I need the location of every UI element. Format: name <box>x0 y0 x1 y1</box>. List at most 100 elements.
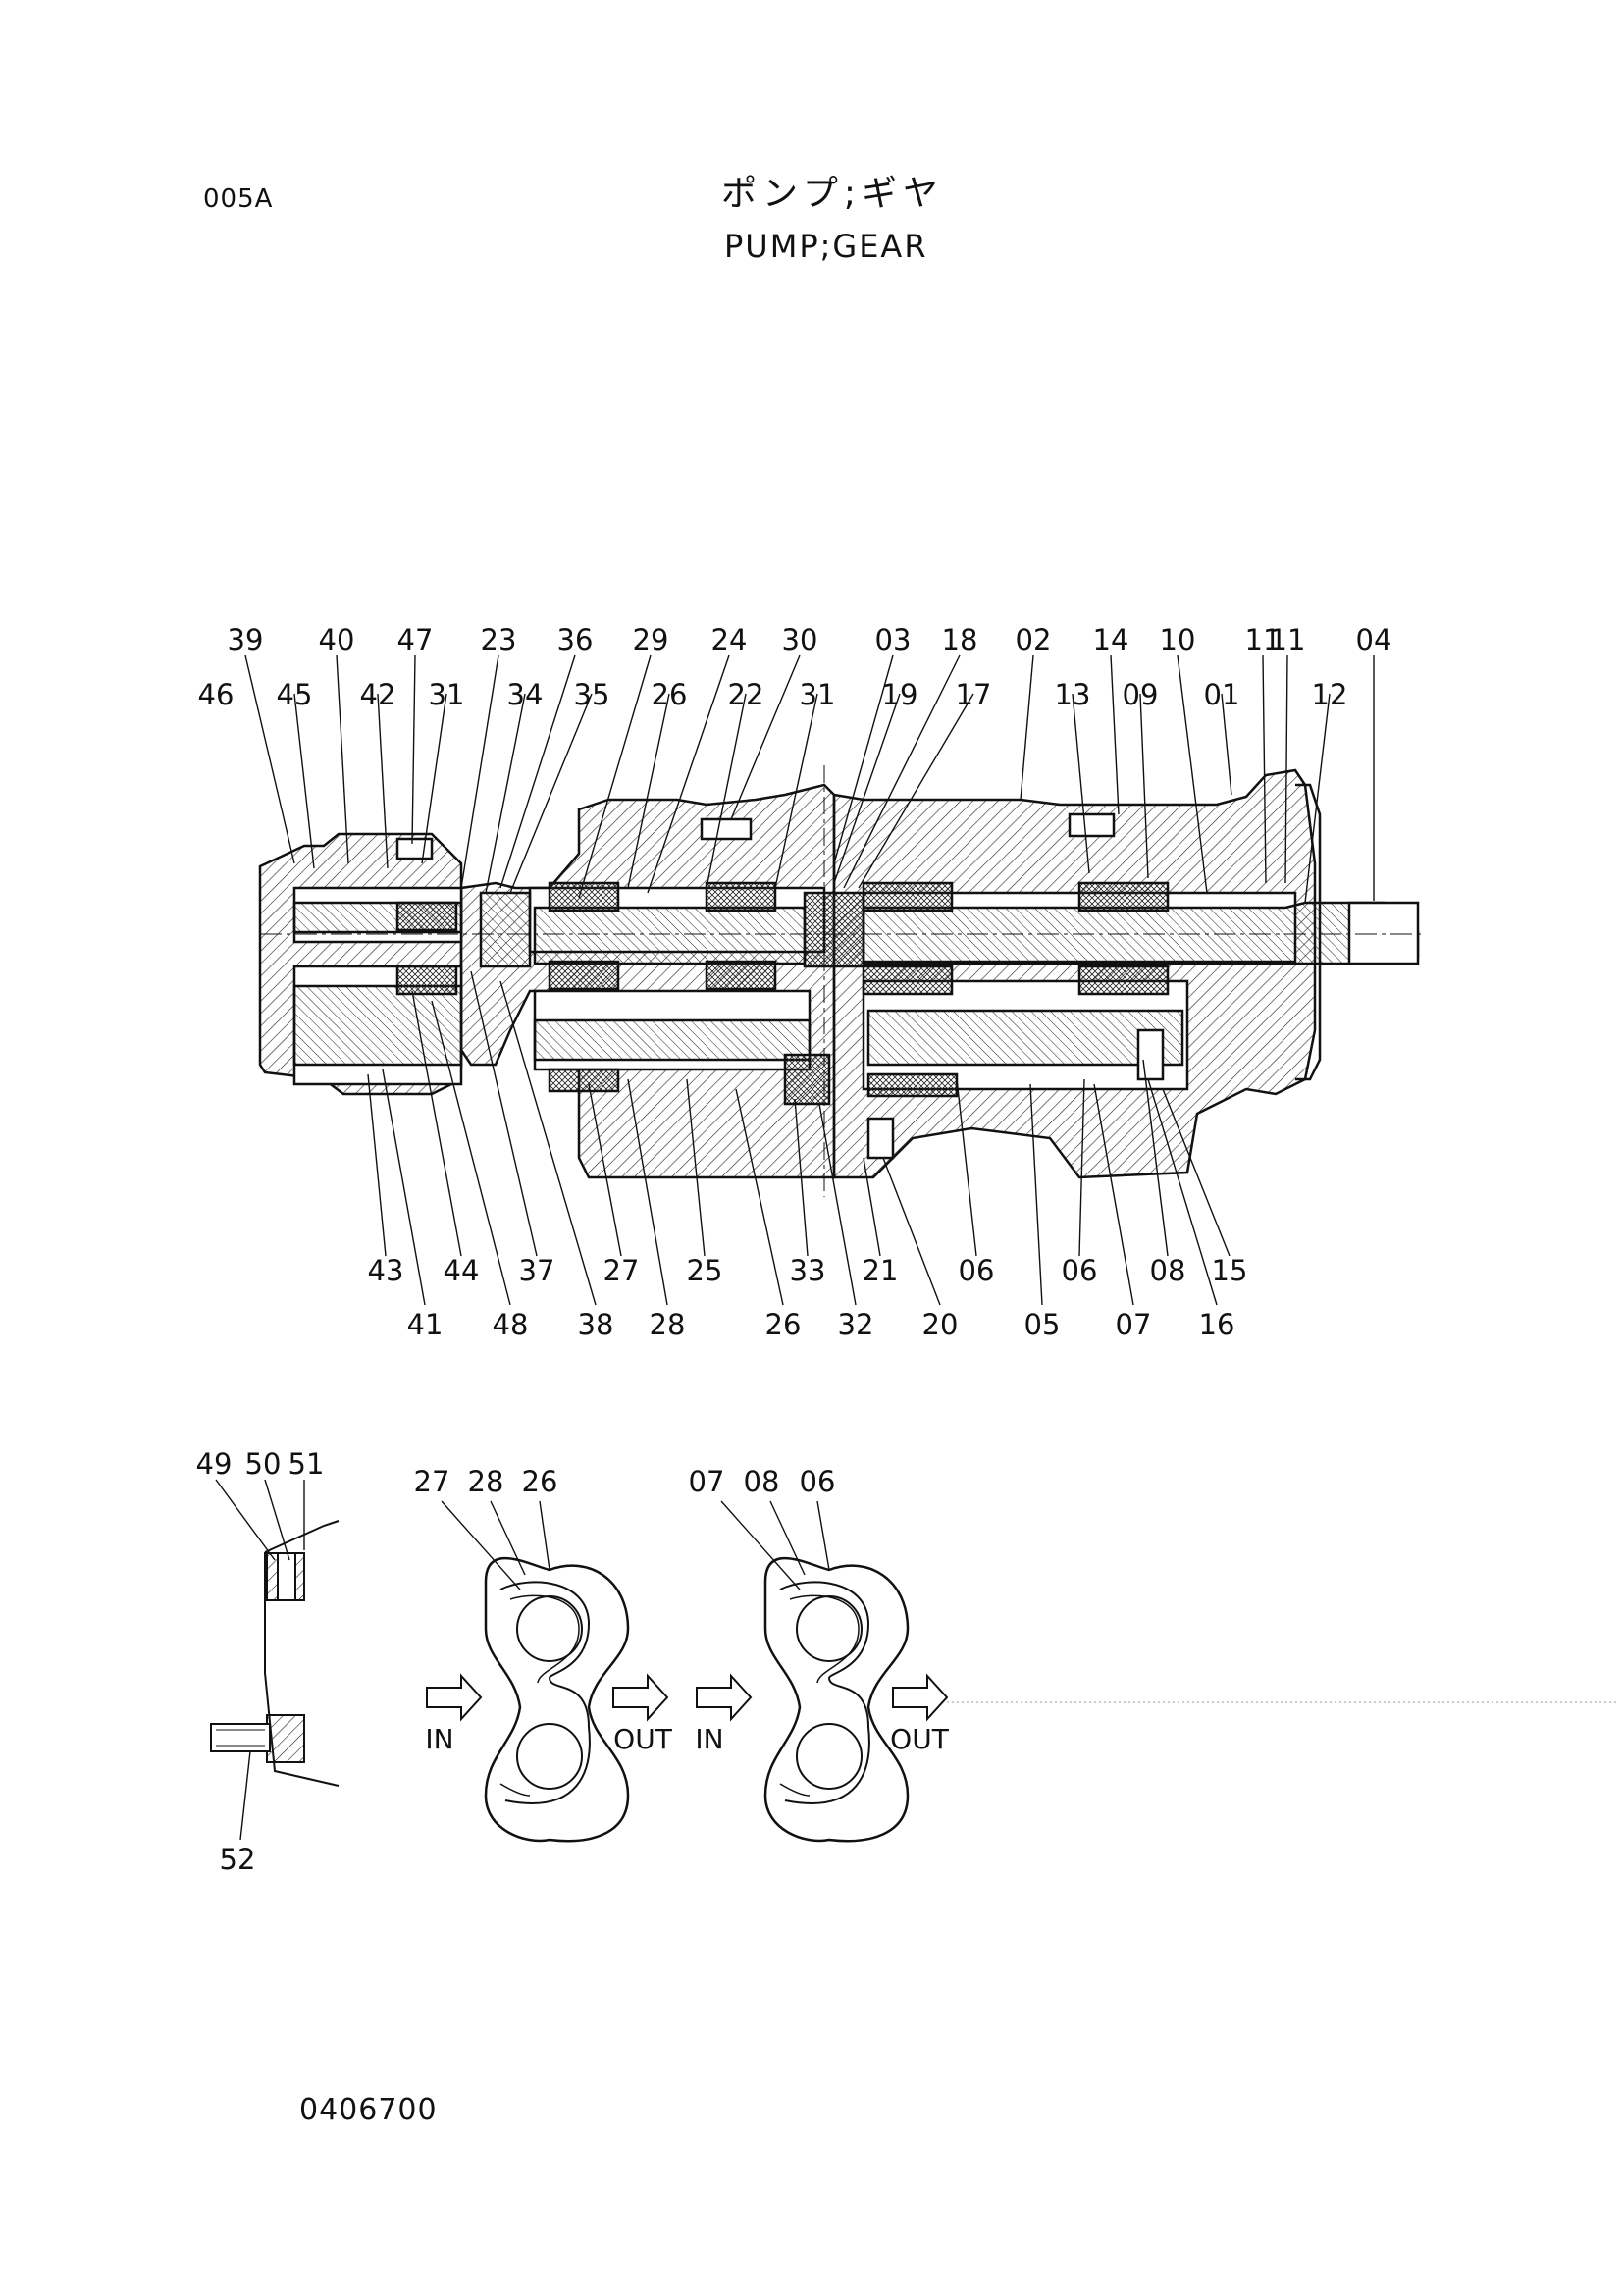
callout-46: 46 <box>198 678 235 711</box>
callout-32: 32 <box>838 1308 874 1341</box>
callout-03: 03 <box>875 623 912 656</box>
plug-mid <box>700 817 753 841</box>
callout-38: 38 <box>578 1308 614 1341</box>
in-arrow-2 <box>696 1673 753 1722</box>
title-japanese: ポンプ;ギヤ <box>721 174 945 214</box>
callout-43: 43 <box>368 1254 404 1287</box>
callout-26: 26 <box>765 1308 802 1341</box>
flow-labels: IN OUT IN OUT <box>425 1723 949 1755</box>
plug-front <box>1068 812 1116 838</box>
first-gear-body <box>459 783 836 1179</box>
callout-31: 31 <box>800 678 836 711</box>
callout-37: 37 <box>519 1254 555 1287</box>
callout-47: 47 <box>397 623 434 656</box>
drive-shaft <box>533 906 807 965</box>
code-label: 005A <box>203 184 274 214</box>
callout-16: 16 <box>1199 1308 1235 1341</box>
callout-22: 22 <box>728 678 764 711</box>
callout-30: 30 <box>782 623 818 656</box>
callout-27: 27 <box>414 1465 450 1498</box>
out-arrow-2 <box>892 1673 949 1722</box>
callout-40: 40 <box>319 623 355 656</box>
callout-05: 05 <box>1024 1308 1061 1341</box>
document-number: 0406700 <box>299 2093 438 2127</box>
callout-02: 02 <box>1016 623 1052 656</box>
flow-arrows <box>426 1673 949 1722</box>
callout-25: 25 <box>687 1254 723 1287</box>
callout-04: 04 <box>1356 623 1392 656</box>
label-in-2: IN <box>695 1723 723 1755</box>
bolt-detail <box>210 1479 340 1841</box>
callout-14: 14 <box>1093 623 1129 656</box>
callout-29: 29 <box>633 623 669 656</box>
callout-01: 01 <box>1204 678 1240 711</box>
callout-06: 06 <box>959 1254 995 1287</box>
callout-33: 33 <box>790 1254 826 1287</box>
pump-cross-section <box>258 765 1423 1197</box>
callout-35: 35 <box>574 678 610 711</box>
gear-callouts: 27 28 26 07 08 06 <box>414 1465 836 1498</box>
callout-45: 45 <box>277 678 313 711</box>
callout-49: 49 <box>196 1447 233 1481</box>
coupling-2 <box>803 891 865 968</box>
drive-shaft-main <box>862 901 1420 965</box>
plug-rear <box>395 837 434 860</box>
callout-28: 28 <box>650 1308 686 1341</box>
callout-36: 36 <box>557 623 594 656</box>
callout-34: 34 <box>507 678 544 711</box>
callout-08: 08 <box>1150 1254 1186 1287</box>
callout-10: 10 <box>1160 623 1196 656</box>
lower-shaft-2 <box>866 1009 1184 1067</box>
callout-11: 11 <box>1270 623 1306 656</box>
callout-21: 21 <box>863 1254 899 1287</box>
rear-lower-shaft <box>292 984 463 1067</box>
callout-06: 06 <box>1062 1254 1098 1287</box>
callout-18: 18 <box>942 623 978 656</box>
callout-26: 26 <box>522 1465 558 1498</box>
callout-23: 23 <box>481 623 517 656</box>
callout-52: 52 <box>220 1843 256 1876</box>
callout-09: 09 <box>1123 678 1159 711</box>
gear-set-2 <box>720 1500 910 1843</box>
title-english: PUMP;GEAR <box>724 228 928 265</box>
pin-33 <box>783 1053 831 1106</box>
callout-06: 06 <box>800 1465 836 1498</box>
callout-28: 28 <box>468 1465 504 1498</box>
callout-24: 24 <box>711 623 748 656</box>
callout-19: 19 <box>882 678 918 711</box>
callout-12: 12 <box>1312 678 1348 711</box>
bolt-lower <box>866 1117 895 1160</box>
callout-44: 44 <box>444 1254 480 1287</box>
callout-17: 17 <box>956 678 992 711</box>
callout-39: 39 <box>228 623 264 656</box>
callout-07: 07 <box>1116 1308 1152 1341</box>
lower-shaft-1 <box>533 1018 812 1062</box>
callout-13: 13 <box>1055 678 1091 711</box>
label-in-1: IN <box>425 1723 453 1755</box>
bolt-callouts: 49 50 51 52 <box>196 1447 325 1876</box>
callout-51: 51 <box>288 1447 325 1481</box>
out-arrow-1 <box>612 1673 669 1722</box>
callout-48: 48 <box>493 1308 529 1341</box>
callout-11: 11 <box>1245 623 1282 656</box>
callout-27: 27 <box>603 1254 640 1287</box>
callout-07: 07 <box>689 1465 725 1498</box>
label-out-1: OUT <box>613 1723 673 1755</box>
bolt-right <box>1136 1028 1165 1081</box>
label-out-2: OUT <box>890 1723 950 1755</box>
callout-26: 26 <box>652 678 688 711</box>
callout-41: 41 <box>407 1308 444 1341</box>
callout-15: 15 <box>1212 1254 1248 1287</box>
gear-set-1 <box>441 1500 630 1843</box>
callout-08: 08 <box>744 1465 780 1498</box>
callout-20: 20 <box>922 1308 959 1341</box>
callout-42: 42 <box>360 678 396 711</box>
coupling-1 <box>479 891 532 968</box>
in-arrow-1 <box>426 1673 483 1722</box>
callout-50: 50 <box>245 1447 282 1481</box>
section-leader-lines <box>244 654 1375 1306</box>
callout-31: 31 <box>429 678 465 711</box>
shaft-end <box>1347 901 1420 965</box>
